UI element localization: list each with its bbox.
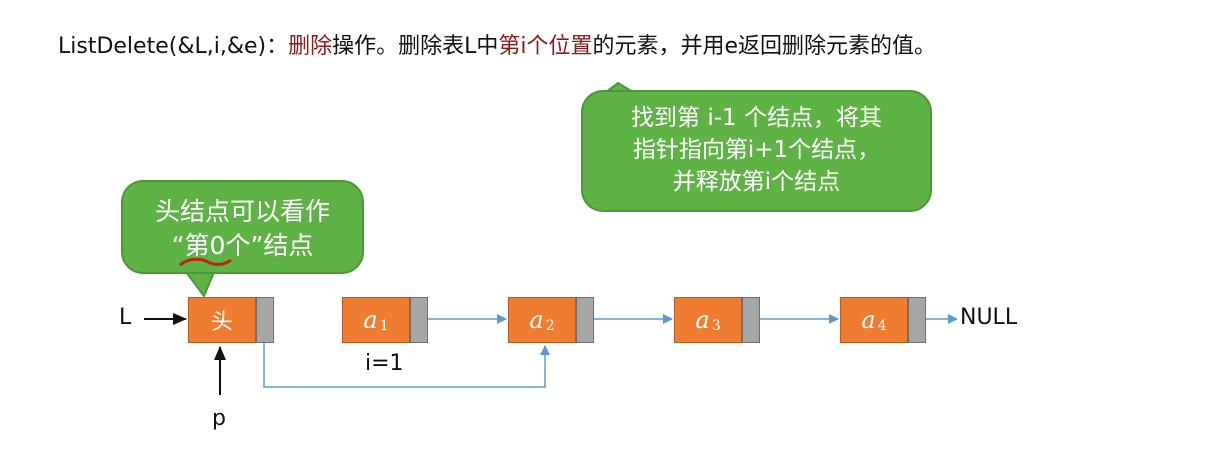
callout-delete-line2: 指针指向第i+1个结点， — [632, 137, 881, 163]
callout-head-line1: 头结点可以看作 — [154, 197, 330, 226]
node-a4-pointer — [908, 297, 926, 343]
head-node: 头 — [188, 297, 274, 343]
label-p: p — [212, 406, 226, 431]
title-prefix: ListDelete(&L,i,&e)： — [58, 34, 289, 59]
underline-mark — [179, 257, 232, 267]
callout-delete-line1: 找到第 i-1 个结点，将其 — [631, 105, 882, 131]
node-a3-pointer — [742, 297, 760, 343]
label-i: i=1 — [365, 351, 404, 376]
head-node-pointer — [256, 297, 274, 343]
operation-title: ListDelete(&L,i,&e)：删除操作。删除表L中第i个位置的元素，并… — [58, 30, 936, 64]
label-null: NULL — [960, 305, 1018, 330]
title-op-highlight: 删除 — [288, 34, 333, 59]
callout-delete-step: 找到第 i-1 个结点，将其 指针指向第i+1个结点， 并释放第i个结点 — [581, 90, 932, 212]
node-a2-pointer — [576, 297, 594, 343]
title-suffix: 的元素，并用e返回删除元素的值。 — [592, 34, 937, 59]
callout-head-node: 头结点可以看作 “第0个”结点 — [121, 180, 364, 274]
head-node-data: 头 — [188, 297, 256, 343]
title-mid: 操作。删除表L中 — [332, 34, 499, 59]
label-L: L — [119, 305, 132, 330]
callout-head-line2: “第0个”结点 — [171, 231, 314, 260]
arrow-head-bypass-to-a2 — [263, 343, 550, 388]
callout-delete-line3: 并释放第i个结点 — [672, 169, 841, 195]
node-a1-pointer — [410, 297, 428, 343]
title-pos-highlight: 第i个位置 — [498, 34, 593, 59]
